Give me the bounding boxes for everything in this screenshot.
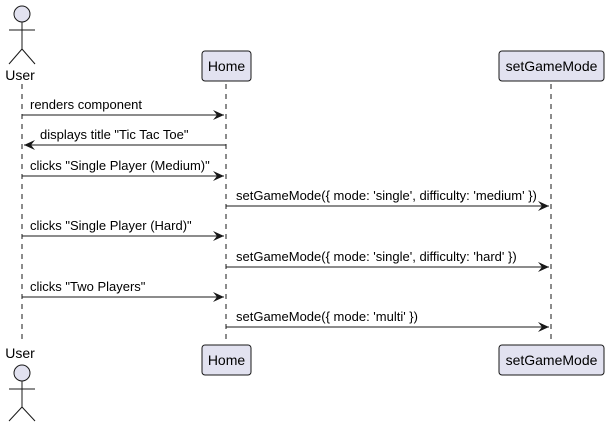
message-1: renders component [22, 97, 224, 120]
participant-home-label-top: Home [208, 58, 246, 74]
message-label: clicks "Single Player (Hard)" [30, 218, 192, 233]
message-4: setGameMode({ mode: 'single', difficulty… [226, 188, 549, 211]
participant-setgamemode-label-top: setGameMode [506, 58, 598, 74]
actor-icon [8, 364, 36, 422]
arrowhead-right-icon [538, 262, 549, 272]
actor-user-label-top: User [5, 67, 35, 83]
message-label: clicks "Two Players" [30, 279, 146, 294]
message-label: setGameMode({ mode: 'single', difficulty… [236, 249, 517, 264]
message-7: clicks "Two Players" [22, 279, 224, 302]
participant-setgamemode-label-bottom: setGameMode [506, 352, 598, 368]
arrowhead-right-icon [538, 322, 549, 332]
participant-home-label-bottom: Home [208, 352, 246, 368]
arrowhead-right-icon [213, 171, 224, 181]
message-6: setGameMode({ mode: 'single', difficulty… [226, 249, 549, 272]
participant-setgamemode-top: setGameMode [498, 50, 605, 82]
participant-box [498, 344, 605, 376]
participant-home-bottom: Home [201, 344, 252, 376]
arrowhead-right-icon [213, 110, 224, 120]
message-2: displays title "Tic Tac Toe" [24, 127, 226, 150]
message-label: setGameMode({ mode: 'multi' }) [236, 309, 418, 324]
participant-box [201, 50, 252, 82]
message-label: setGameMode({ mode: 'single', difficulty… [236, 188, 537, 203]
message-label: displays title "Tic Tac Toe" [40, 127, 189, 142]
actor-user-bottom: User [5, 345, 36, 422]
arrowhead-right-icon [213, 292, 224, 302]
message-label: clicks "Single Player (Medium)" [30, 158, 210, 173]
participant-setgamemode-bottom: setGameMode [498, 344, 605, 376]
actor-icon [8, 5, 36, 65]
message-3: clicks "Single Player (Medium)" [22, 158, 224, 181]
participant-box [201, 344, 252, 376]
message-8: setGameMode({ mode: 'multi' }) [226, 309, 549, 332]
participant-home-top: Home [201, 50, 252, 82]
arrowhead-right-icon [213, 231, 224, 241]
arrowhead-left-icon [24, 140, 35, 150]
message-label: renders component [30, 97, 142, 112]
message-5: clicks "Single Player (Hard)" [22, 218, 224, 241]
arrowhead-right-icon [538, 201, 549, 211]
actor-user-label-bottom: User [5, 345, 35, 361]
participant-box [498, 50, 605, 82]
actor-user-top: User [5, 5, 36, 83]
